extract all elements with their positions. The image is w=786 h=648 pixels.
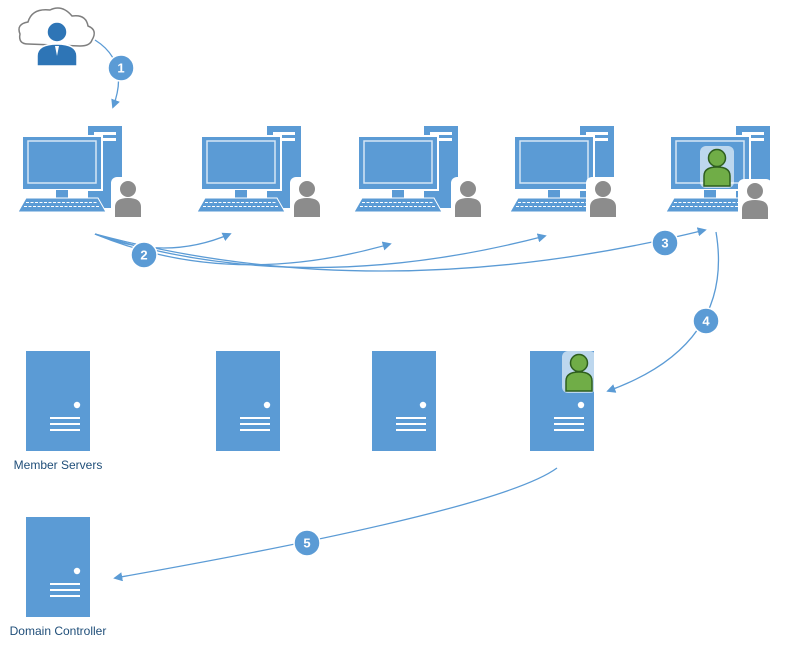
member-server-2: [216, 351, 280, 451]
workstation-4: [509, 125, 620, 219]
step-number: 4: [702, 314, 710, 329]
workstation-icon: [196, 125, 302, 213]
user-icon: [451, 177, 485, 219]
attacker-user-icon: [36, 21, 78, 67]
user-icon: [586, 177, 620, 219]
arrow-step-2c: [94, 233, 547, 269]
server-icon: [26, 517, 90, 617]
workstation-3: [353, 125, 485, 219]
server-icon: [372, 351, 436, 451]
arrow-step-2a: [94, 232, 232, 249]
server-icon: [26, 351, 90, 451]
user-icon: [111, 177, 145, 219]
workstation-2: [196, 125, 324, 219]
domain-controller: [26, 517, 90, 617]
workstation-5: [665, 125, 772, 221]
step-number: 3: [661, 236, 668, 251]
compromised-user-icon: [561, 350, 597, 394]
user-icon: [738, 179, 772, 221]
arrow-step-3: [94, 227, 707, 272]
step-number: 5: [303, 536, 310, 551]
workstation-icon: [353, 125, 459, 213]
server-icon: [216, 351, 280, 451]
member-server-4: [530, 350, 597, 451]
step-number: 1: [117, 61, 124, 76]
workstation-1: [17, 125, 145, 219]
step-badge-1: 1: [107, 54, 135, 82]
compromised-user-icon: [699, 145, 735, 189]
step-badge-5: 5: [293, 529, 321, 557]
step-badge-2: 2: [130, 241, 158, 269]
arrow-step-5: [113, 467, 558, 582]
step-badge-4: 4: [692, 307, 720, 335]
member-server-3: [372, 351, 436, 451]
user-icon: [290, 177, 324, 219]
domain-controller-label: Domain Controller: [10, 624, 107, 638]
step-badge-3: 3: [651, 229, 679, 257]
attacker-cloud: [18, 7, 95, 67]
member-servers-label: Member Servers: [14, 458, 103, 472]
arrow-step-2b: [94, 233, 392, 266]
arrows: [94, 39, 720, 582]
step-number: 2: [140, 248, 147, 263]
workstation-icon: [17, 125, 123, 213]
member-server-1: [26, 351, 90, 451]
